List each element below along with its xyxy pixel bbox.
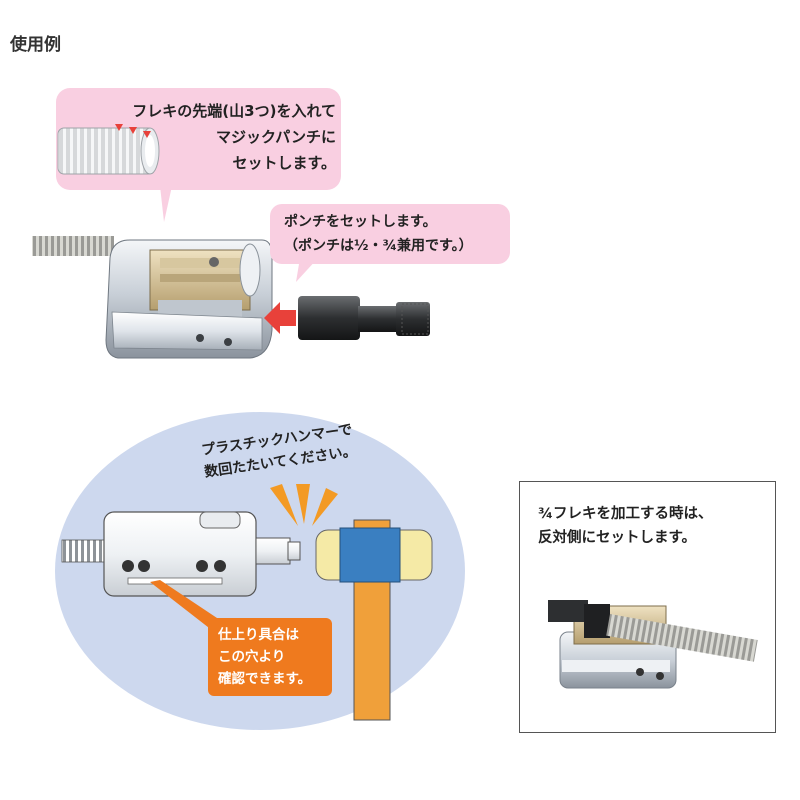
bubble-pointer — [160, 186, 172, 222]
flexible-hose — [32, 236, 114, 256]
reverse-set-panel: ¾フレキを加工する時は、 反対側にセットします。 — [519, 481, 776, 733]
bubble-pointer — [296, 258, 318, 282]
impact-sparks — [270, 484, 338, 526]
arrow-left-icon — [264, 302, 296, 334]
callout-line: この穴より — [218, 649, 286, 665]
callout-line: 仕上り具合は — [218, 627, 299, 643]
callout-line: セットします。 — [232, 154, 336, 172]
callout-punch: ポンチをセットします。 （ポンチは½・¾兼用です。） — [270, 204, 510, 264]
panel-line: ¾フレキを加工する時は、 — [538, 506, 713, 522]
callout-line: （ポンチは½・¾兼用です。） — [284, 238, 473, 254]
magic-punch-body — [105, 239, 273, 359]
plastic-hammer — [315, 519, 433, 721]
magic-punch-body — [103, 511, 301, 597]
flexible-hose — [61, 539, 109, 563]
callout-line: フレキの先端(山3つ)を入れて — [132, 102, 336, 120]
callout-line: 確認できます。 — [218, 671, 312, 687]
callout-check: 仕上り具合は この穴より 確認できます。 — [208, 618, 332, 696]
punch-tool — [298, 296, 430, 340]
page-title: 使用例 — [10, 35, 61, 55]
callout-line: マジックパンチに — [215, 128, 336, 146]
panel-line: 反対側にセットします。 — [538, 530, 697, 546]
callout-line: ポンチをセットします。 — [284, 214, 437, 230]
